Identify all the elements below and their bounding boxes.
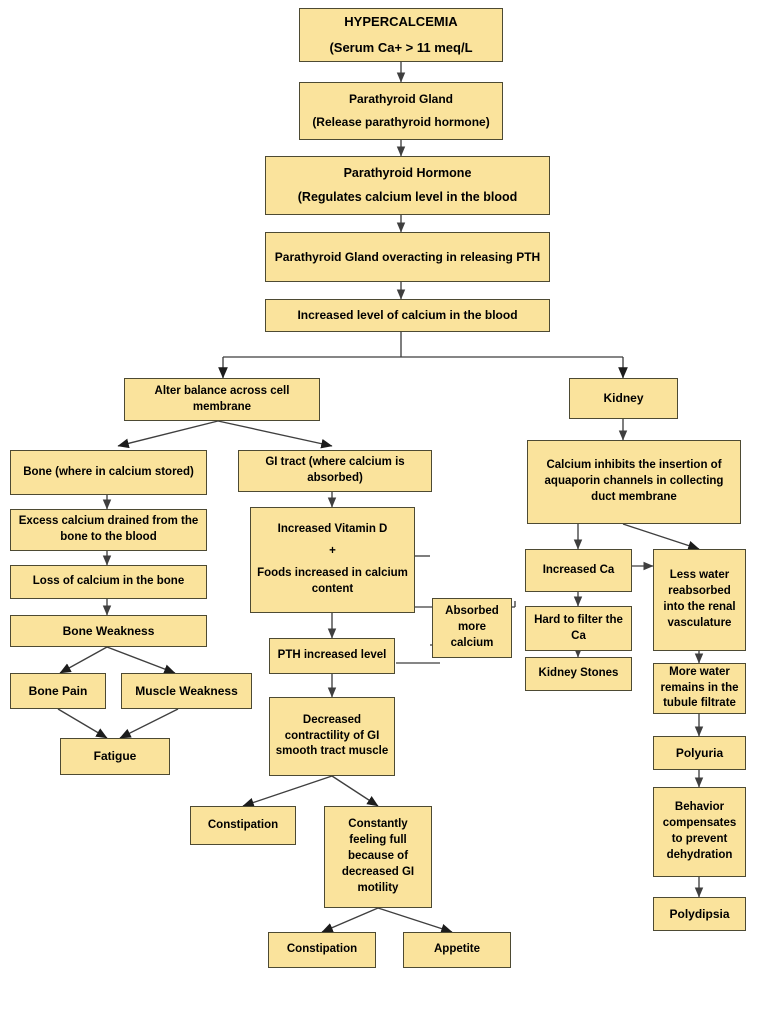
node-pth-increased-level[interactable]: PTH increased level [269,638,395,674]
node-label: Constipation [286,943,358,956]
node-decreased-contractility[interactable]: Decreased contractility of GI smooth tra… [269,697,395,776]
node-fatigue[interactable]: Fatigue [60,738,170,775]
node-label: PTH increased level [277,649,387,662]
node-label: Alter balance across cell membrane [154,384,290,413]
node-gi-tract[interactable]: GI tract (where calcium is absorbed) [238,450,432,492]
node-label: Polyuria [675,745,724,760]
node-label: Loss of calcium in the bone [32,575,185,588]
node-label: More water remains in the tubule filtrat… [660,665,739,710]
node-more-water-remains[interactable]: More water remains in the tubule filtrat… [653,663,746,714]
node-gland-overacting[interactable]: Parathyroid Gland overacting in releasin… [265,232,550,282]
node-label: Absorbed more calcium [445,605,499,649]
node-hypercalcemia[interactable]: HYPERCALCEMIA(Serum Ca+ > 11 meq/L [299,8,503,62]
node-label: Hard to filter the Ca [534,613,623,642]
node-vitamin-d-foods[interactable]: Increased Vitamin D+Foods increased in c… [250,507,415,613]
node-behavior-compensates[interactable]: Behavior compensates to prevent dehydrat… [653,787,746,877]
node-label: Kidney Stones [538,667,619,680]
node-label: Less water reabsorbed into the renal vas… [663,569,736,629]
node-label: Decreased contractility of GI smooth tra… [275,713,389,758]
node-parathyroid-gland[interactable]: Parathyroid Gland(Release parathyroid ho… [299,82,503,140]
node-label: HYPERCALCEMIA(Serum Ca+ > 11 meq/L [329,14,473,55]
node-constipation-lower[interactable]: Constipation [268,932,376,968]
node-label: Parathyroid Gland(Release parathyroid ho… [312,92,490,130]
node-kidney-stones[interactable]: Kidney Stones [525,657,632,691]
node-label: Appetite [434,943,480,956]
node-label: Polydipsia [669,906,730,921]
node-label: Bone Pain [28,683,88,698]
node-label: Parathyroid Hormone(Regulates calcium le… [297,165,518,204]
node-bone-weakness[interactable]: Bone Weakness [10,615,207,647]
node-hard-to-filter[interactable]: Hard to filter the Ca [525,606,632,651]
node-label: Increased Ca [542,563,615,576]
node-label: Parathyroid Gland overacting in releasin… [274,249,541,264]
node-less-water-reabsorbed[interactable]: Less water reabsorbed into the renal vas… [653,549,746,651]
node-alter-balance[interactable]: Alter balance across cell membrane [124,378,320,421]
node-polyuria[interactable]: Polyuria [653,736,746,770]
node-label: Bone Weakness [62,623,155,638]
node-absorbed-more-calcium[interactable]: Absorbed more calcium [432,598,512,658]
node-label: Increased level of calcium in the blood [297,308,518,323]
node-bone-pain[interactable]: Bone Pain [10,673,106,709]
node-label: Calcium inhibits the insertion of aquapo… [544,459,724,503]
node-excess-calcium-drained[interactable]: Excess calcium drained from the bone to … [10,509,207,551]
node-calcium-inhibits-aquaporin[interactable]: Calcium inhibits the insertion of aquapo… [527,440,741,524]
node-label: Bone (where in calcium stored) [23,465,194,478]
node-label: GI tract (where calcium is absorbed) [265,456,405,484]
node-polydipsia[interactable]: Polydipsia [653,897,746,931]
node-appetite[interactable]: Appetite [403,932,511,968]
node-increased-calcium-blood[interactable]: Increased level of calcium in the blood [265,299,550,332]
node-label: Increased Vitamin D+Foods increased in c… [257,522,408,596]
node-increased-ca[interactable]: Increased Ca [525,549,632,592]
node-bone[interactable]: Bone (where in calcium stored) [10,450,207,495]
node-label: Behavior compensates to prevent dehydrat… [662,801,737,861]
node-label: Constantly feeling full because of decre… [341,818,415,894]
node-constantly-feeling-full[interactable]: Constantly feeling full because of decre… [324,806,432,908]
node-label: Muscle Weakness [135,683,238,698]
node-label: Excess calcium drained from the bone to … [18,515,199,543]
node-muscle-weakness[interactable]: Muscle Weakness [121,673,252,709]
node-constipation-upper[interactable]: Constipation [190,806,296,845]
node-label: Kidney [603,391,644,406]
node-parathyroid-hormone[interactable]: Parathyroid Hormone(Regulates calcium le… [265,156,550,215]
node-label: Fatigue [93,749,137,764]
node-kidney[interactable]: Kidney [569,378,678,419]
node-loss-of-calcium[interactable]: Loss of calcium in the bone [10,565,207,599]
node-label: Constipation [207,818,279,831]
